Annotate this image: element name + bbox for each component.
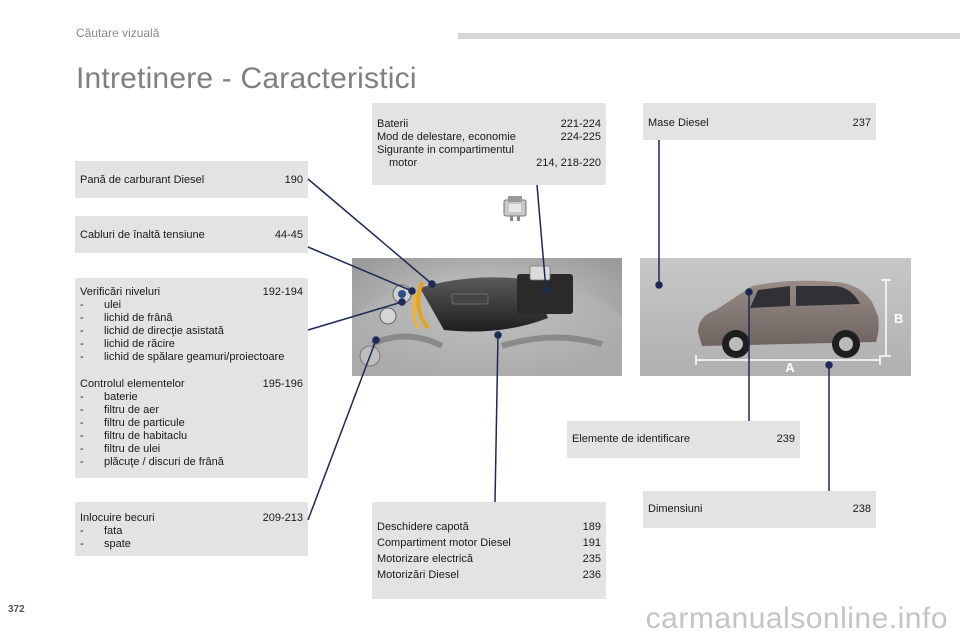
list-item: -filtru de habitaclu <box>80 430 188 442</box>
page-title: Intretinere - Caracteristici <box>76 62 417 95</box>
page-ref: 44-45 <box>274 229 303 241</box>
callout-label: Controlul elementelor <box>80 378 185 390</box>
page-ref: 221-224 <box>560 118 601 130</box>
page-ref: 191 <box>582 537 601 549</box>
page-ref: 239 <box>776 433 795 445</box>
page-ref: 192-194 <box>262 286 303 298</box>
section-header: Căutare vizuală <box>76 26 160 40</box>
list-item: -fata <box>80 525 123 537</box>
page-ref: 237 <box>852 117 871 129</box>
page-number: 372 <box>8 604 25 615</box>
dimension-b-label: B <box>894 311 903 326</box>
page-ref: 190 <box>284 174 303 186</box>
callout-checks[interactable]: Verificări niveluri 192-194 -ulei -lichid… <box>75 278 308 478</box>
callout-label: Mod de delestare, economie <box>377 131 516 143</box>
callout-identification[interactable]: Elemente de identificare 239 <box>567 421 800 458</box>
callout-battery[interactable]: Baterii 221-224 Mod de delestare, economi… <box>372 103 606 185</box>
list-item: -plăcuţe / discuri de frână <box>80 456 224 468</box>
page-ref: 189 <box>582 521 601 533</box>
callout-label: Deschidere capotă <box>377 521 469 533</box>
callout-high-voltage[interactable]: Cabluri de înaltă tensiune 44-45 <box>75 216 308 253</box>
callout-label: motor <box>389 157 418 169</box>
callout-label: Mase Diesel <box>648 117 709 129</box>
list-item: -filtru de particule <box>80 417 185 429</box>
callout-label: Elemente de identificare <box>572 433 691 445</box>
callout-dimensions[interactable]: Dimensiuni 238 <box>643 491 876 528</box>
page-ref: 235 <box>582 553 601 565</box>
callout-label: Pană de carburant Diesel <box>80 174 205 186</box>
list-item: -lichid de spălare geamuri/proiectoare <box>80 351 285 363</box>
callout-bonnet[interactable]: Deschidere capotă 189 Compartiment motor … <box>372 502 606 599</box>
callout-label: Motorizare electrică <box>377 553 473 565</box>
car-side-image: A B <box>640 258 911 376</box>
engine-bay-image <box>352 258 622 376</box>
callout-label: Verificări niveluri <box>80 286 161 298</box>
page-ref: 209-213 <box>262 512 303 524</box>
list-item: -filtru de ulei <box>80 443 161 455</box>
list-item: -spate <box>80 538 131 550</box>
callout-label: Dimensiuni <box>648 503 703 515</box>
page-ref: 195-196 <box>262 378 303 390</box>
page-ref: 236 <box>582 569 601 581</box>
list-item: -lichid de frână <box>80 312 173 324</box>
list-item: -baterie <box>80 391 138 403</box>
dimension-a-label: A <box>785 360 795 375</box>
page-ref: 238 <box>852 503 871 515</box>
header-rule <box>458 33 960 39</box>
callout-bulbs[interactable]: Inlocuire becuri 209-213 -fata -spate <box>75 502 308 556</box>
list-item: -lichid de răcire <box>80 338 175 350</box>
callout-label: Motorizări Diesel <box>377 569 459 581</box>
fuse-icon <box>503 196 527 221</box>
list-item: -filtru de aer <box>80 404 160 416</box>
callout-label: Inlocuire becuri <box>80 512 155 524</box>
callout-fuel[interactable]: Pană de carburant Diesel 190 <box>75 161 308 198</box>
callout-label: Baterii <box>377 118 409 130</box>
callout-label: Compartiment motor Diesel <box>377 537 511 549</box>
list-item: -ulei <box>80 299 122 311</box>
page-ref: 224-225 <box>560 131 601 143</box>
callout-label: Cabluri de înaltă tensiune <box>80 229 205 241</box>
callout-label: Sigurante in compartimentul <box>377 144 514 156</box>
page-ref: 214, 218-220 <box>536 157 601 169</box>
list-item: -lichid de direcţie asistată <box>80 325 224 337</box>
callout-mass[interactable]: Mase Diesel 237 <box>643 103 876 140</box>
watermark: carmanualsonline.info <box>645 602 948 635</box>
